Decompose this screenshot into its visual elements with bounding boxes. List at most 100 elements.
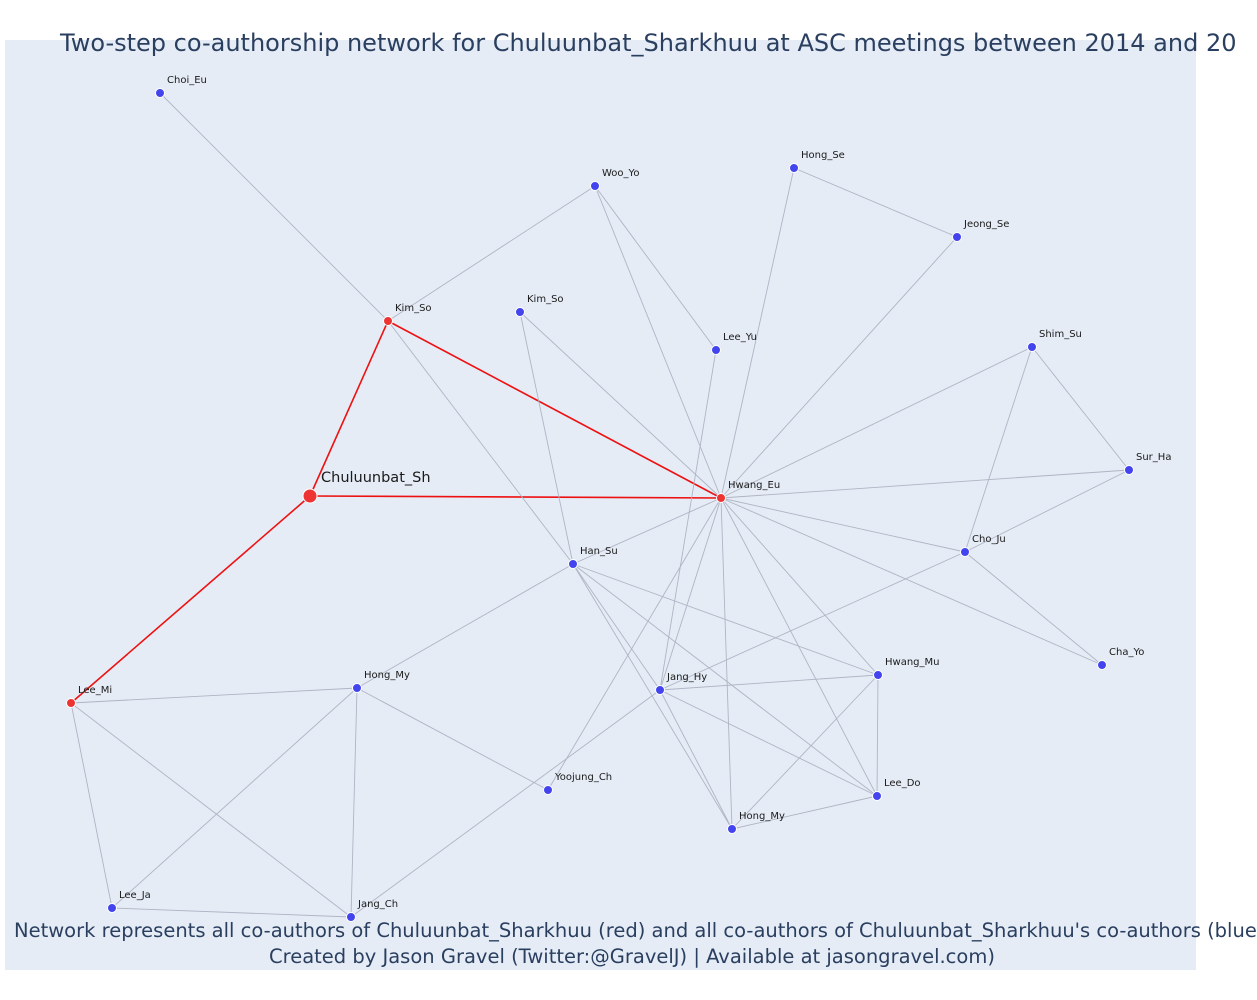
node-choju[interactable] (960, 547, 970, 557)
edge-hwangeu-chayo (720, 497, 1103, 666)
node-label-chayo: Cha_Yo (1109, 647, 1144, 658)
node-jangch[interactable] (346, 912, 356, 922)
edge-choju-janghy (659, 551, 966, 691)
node-hongmy1[interactable] (352, 683, 362, 693)
edge-hansu-janghy (572, 563, 661, 691)
edge-janghy-leedo (659, 689, 878, 797)
edge-wooyo-hwangeu (594, 185, 722, 499)
edge-hongse-jeongse (793, 167, 958, 238)
node-choieu[interactable] (155, 88, 165, 98)
node-label-hongmy1: Hong_My (364, 670, 410, 681)
edge-janghy-jangch (350, 689, 661, 918)
node-kimso2[interactable] (515, 307, 525, 317)
node-hansu[interactable] (568, 559, 578, 569)
edge-hongmy1-yoojungch (356, 687, 549, 791)
edge-kimso2-hwangeu (519, 311, 722, 499)
node-hwangeu[interactable] (716, 493, 726, 503)
chart-title: Two-step co-authorship network for Chulu… (60, 29, 1237, 57)
edge-hwangmu-hongmy2 (731, 674, 879, 830)
edge-hwangeu-hwangmu (720, 497, 879, 676)
edges-layer (70, 92, 1130, 918)
edge-kimso2-hansu (519, 311, 574, 565)
edge-hwangeu-yoojungch (547, 497, 722, 791)
node-janghy[interactable] (655, 685, 665, 695)
node-label-leeja: Lee_Ja (119, 890, 151, 901)
edge-hwangeu-leedo (720, 497, 878, 797)
caption: Network represents all co-authors of Chu… (0, 916, 1257, 976)
edge-hwangeu-hansu (572, 497, 722, 565)
edge-hwangeu-janghy (659, 497, 722, 691)
node-label-hwangeu: Hwang_Eu (728, 480, 780, 491)
node-leedo[interactable] (872, 791, 882, 801)
edge-shimsu-hwangeu (720, 346, 1033, 499)
edge-hongmy1-jangch (350, 687, 358, 918)
node-kimso1[interactable] (383, 316, 393, 326)
edge-hansu-leedo (572, 563, 878, 797)
node-leeja[interactable] (107, 903, 117, 913)
edge-chuluunbat-hwangeu (309, 495, 722, 499)
edge-hansu-hongmy1 (356, 563, 574, 689)
node-wooyo[interactable] (590, 181, 600, 191)
edge-hwangeu-choju (720, 497, 966, 553)
node-label-leeyu: Lee_Yu (723, 332, 757, 343)
edge-wooyo-leeyu (594, 185, 717, 351)
node-hwangmu[interactable] (873, 670, 883, 680)
edge-surha-hwangeu (720, 469, 1130, 499)
edge-janghy-hongmy2 (659, 689, 733, 830)
node-label-leedo: Lee_Do (884, 778, 921, 789)
node-hongse[interactable] (789, 163, 799, 173)
node-chuluunbat[interactable] (302, 488, 318, 504)
edge-leemi-jangch (70, 702, 352, 918)
node-hongmy2[interactable] (727, 824, 737, 834)
node-label-jangch: Jang_Ch (357, 899, 398, 910)
node-label-choieu: Choi_Eu (167, 75, 207, 86)
node-leemi[interactable] (66, 698, 76, 708)
edge-kimso1-choieu (159, 92, 389, 322)
edge-janghy-hwangmu (659, 674, 879, 691)
edge-shimsu-surha (1031, 346, 1130, 471)
node-label-hansu: Han_Su (580, 546, 618, 557)
caption-line-2: Created by Jason Gravel (Twitter:@Gravel… (269, 945, 995, 968)
node-label-kimso2: Kim_So (527, 294, 564, 305)
node-label-janghy: Jang_Hy (666, 672, 707, 683)
node-label-hwangmu: Hwang_Mu (885, 657, 939, 668)
edge-hwangmu-leedo (876, 674, 879, 797)
node-label-yoojungch: Yoojung_Ch (554, 772, 612, 783)
edge-shimsu-choju (964, 346, 1033, 553)
node-label-shimsu: Shim_Su (1039, 329, 1082, 340)
node-jeongse[interactable] (952, 232, 962, 242)
node-shimsu[interactable] (1027, 342, 1037, 352)
edge-kimso1-hansu (387, 320, 574, 565)
edge-leeyu-janghy (659, 349, 717, 691)
node-label-kimso1: Kim_So (395, 303, 432, 314)
edge-leemi-leeja (70, 702, 113, 909)
edge-hansu-hongmy2 (572, 563, 733, 830)
node-leeyu[interactable] (711, 345, 721, 355)
node-surha[interactable] (1124, 465, 1134, 475)
node-label-chuluunbat: Chuluunbat_Sh (321, 470, 431, 486)
node-label-choju: Cho_Ju (972, 534, 1006, 545)
edge-leemi-hongmy1 (70, 687, 358, 704)
edge-chuluunbat-leemi (70, 495, 311, 704)
node-label-hongse: Hong_Se (801, 150, 845, 161)
plot-area (5, 40, 1196, 970)
edge-hwangeu-hongmy2 (720, 497, 733, 830)
edge-leedo-hongmy2 (731, 795, 878, 830)
nodes-layer (66, 88, 1134, 922)
caption-line-1: Network represents all co-authors of Chu… (14, 919, 1257, 942)
node-label-surha: Sur_Ha (1136, 452, 1171, 463)
edge-hongmy1-leeja (111, 687, 358, 909)
edge-kimso1-hwangeu (387, 320, 722, 499)
node-yoojungch[interactable] (543, 785, 553, 795)
node-label-hongmy2: Hong_My (739, 811, 785, 822)
edge-chuluunbat-kimso1 (309, 320, 389, 497)
edge-surha-choju (964, 469, 1130, 553)
node-chayo[interactable] (1097, 660, 1107, 670)
edge-hongse-hwangeu (720, 167, 795, 499)
node-label-jeongse: Jeong_Se (963, 219, 1009, 230)
edge-hansu-hwangmu (572, 563, 879, 676)
edge-choju-chayo (964, 551, 1103, 666)
node-label-leemi: Lee_Mi (78, 685, 112, 696)
